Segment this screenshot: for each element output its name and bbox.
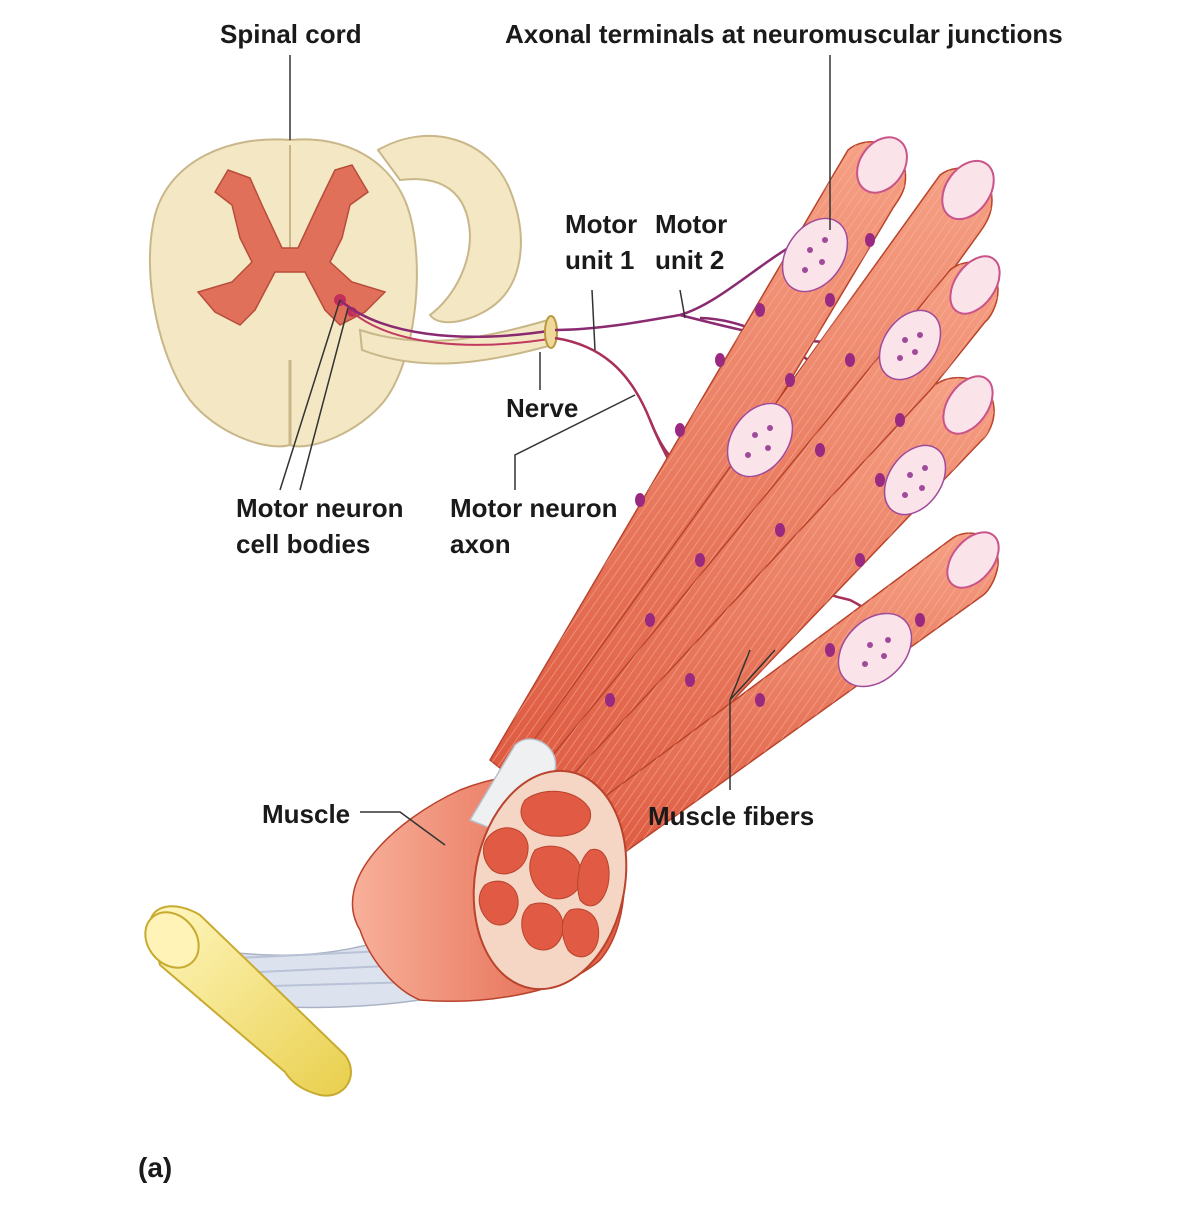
label-motor-unit-2: Motor unit 2	[655, 206, 727, 278]
label-motor-unit-1-line-1: Motor	[565, 209, 638, 239]
label-motor-unit-1-line-2: unit 1	[565, 245, 635, 275]
muscle	[144, 738, 628, 1097]
spinal-cord	[148, 135, 558, 448]
label-motor-unit-2-line-1: Motor	[655, 209, 728, 239]
label-muscle: Muscle	[262, 799, 351, 829]
label-motor-unit-2-line-2: unit 2	[655, 245, 725, 275]
label-motor-neuron-cell-bodies: Motor neuron cell bodies	[236, 490, 404, 562]
label-cell-bodies-line-1: Motor neuron	[236, 493, 404, 523]
label-muscle-fibers: Muscle fibers	[648, 801, 815, 831]
label-motor-unit-1: Motor unit 1	[565, 206, 637, 278]
axonal-terminal	[726, 217, 947, 688]
label-spinal-cord: Spinal cord	[220, 19, 362, 49]
muscle-fibers	[489, 136, 1001, 871]
label-nerve: Nerve	[506, 393, 579, 423]
label-axon-line-1: Motor neuron	[450, 493, 618, 523]
label-axonal-terminals: Axonal terminals at neuromuscular juncti…	[505, 19, 1063, 49]
panel-label: (a)	[138, 1152, 173, 1183]
gray-matter	[196, 164, 387, 326]
label-cell-bodies-line-2: cell bodies	[236, 529, 371, 559]
leader-lines	[279, 55, 831, 846]
label-motor-neuron-axon: Motor neuron axon	[450, 490, 618, 562]
bone	[148, 905, 352, 1097]
label-axon-line-2: axon	[450, 529, 511, 559]
